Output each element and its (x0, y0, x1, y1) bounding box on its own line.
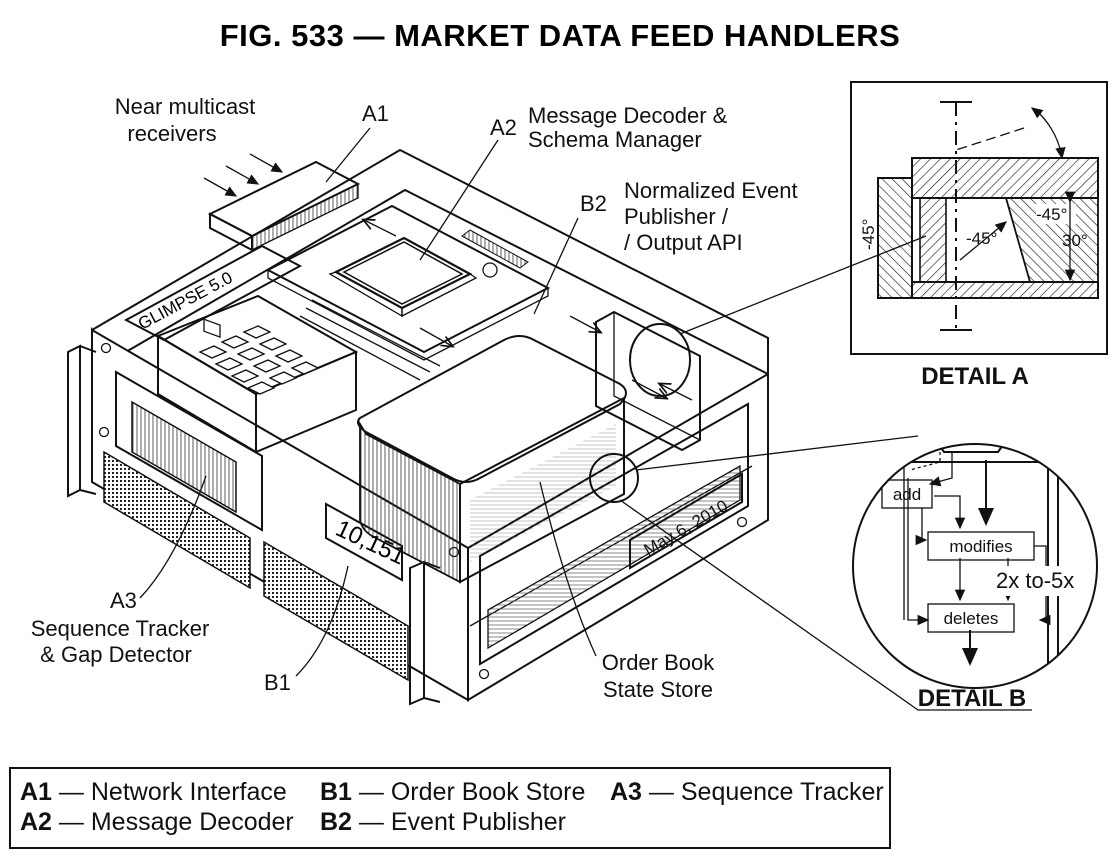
near-multicast-line2: receivers (127, 121, 216, 146)
detail-a-angle-30: 30° (1062, 231, 1088, 250)
label-a3: A3 (110, 588, 137, 613)
detail-b-node-deletes: deletes (944, 609, 999, 628)
detail-a-frame (850, 81, 1108, 355)
feed-handler-device: May 6, 2010 10,151 GLIMPSE 5.0 (67, 148, 769, 706)
label-b2: B2 (580, 191, 607, 216)
keypad-block (155, 294, 359, 454)
b2-text-line2: Publisher / (624, 204, 729, 229)
legend-item-a1: A1 — Network Interface (20, 778, 287, 806)
a3-text-line2: & Gap Detector (40, 642, 192, 667)
callout-labels: Near multicast receivers A1 A2 Message D… (31, 94, 798, 702)
detail-b-node-add: add (893, 485, 921, 504)
a3-text-line1: Sequence Tracker (31, 616, 210, 641)
network-interface (203, 153, 361, 252)
order-book-line2: State Store (603, 677, 713, 702)
label-b1: B1 (264, 670, 291, 695)
legend-item-b2: B2 — Event Publisher (320, 808, 566, 836)
legend-item-b1: B1 — Order Book Store (320, 778, 585, 806)
b2-text-line1: Normalized Event (624, 178, 798, 203)
decoder-board (265, 204, 551, 381)
label-a1: A1 (362, 101, 389, 126)
detail-b: add modifies deletes 2x to-5x DETAIL B (852, 443, 1098, 712)
figure-title: FIG. 533 — MARKET DATA FEED HANDLERS (220, 18, 901, 53)
a2-text-line1: Message Decoder & (528, 103, 728, 128)
detail-a-angle-right: -45° (1036, 205, 1067, 224)
detail-b-title: DETAIL B (918, 685, 1026, 712)
legend: A1 — Network Interface B1 — Order Book S… (9, 767, 891, 849)
detail-a-angle-inner: -45° (966, 229, 997, 248)
detail-b-frame (852, 443, 1098, 689)
detail-a-title: DETAIL A (921, 363, 1029, 390)
detail-b-ratio: 2x to-5x (996, 568, 1074, 593)
detail-a-angle-left: -45° (859, 219, 878, 250)
near-multicast-line1: Near multicast (115, 94, 256, 119)
legend-item-a2: A2 — Message Decoder (20, 808, 294, 836)
a2-text-line2: Schema Manager (528, 127, 702, 152)
legend-item-a3: A3 — Sequence Tracker (610, 778, 884, 806)
legend-box (9, 767, 891, 849)
label-a2: A2 (490, 115, 517, 140)
detail-a: -45° -45° -45° 30° DETAIL A (850, 81, 1108, 390)
order-book-line1: Order Book (602, 650, 715, 675)
b2-text-line3: / Output API (624, 230, 743, 255)
detail-b-node-modifies: modifies (949, 537, 1012, 556)
